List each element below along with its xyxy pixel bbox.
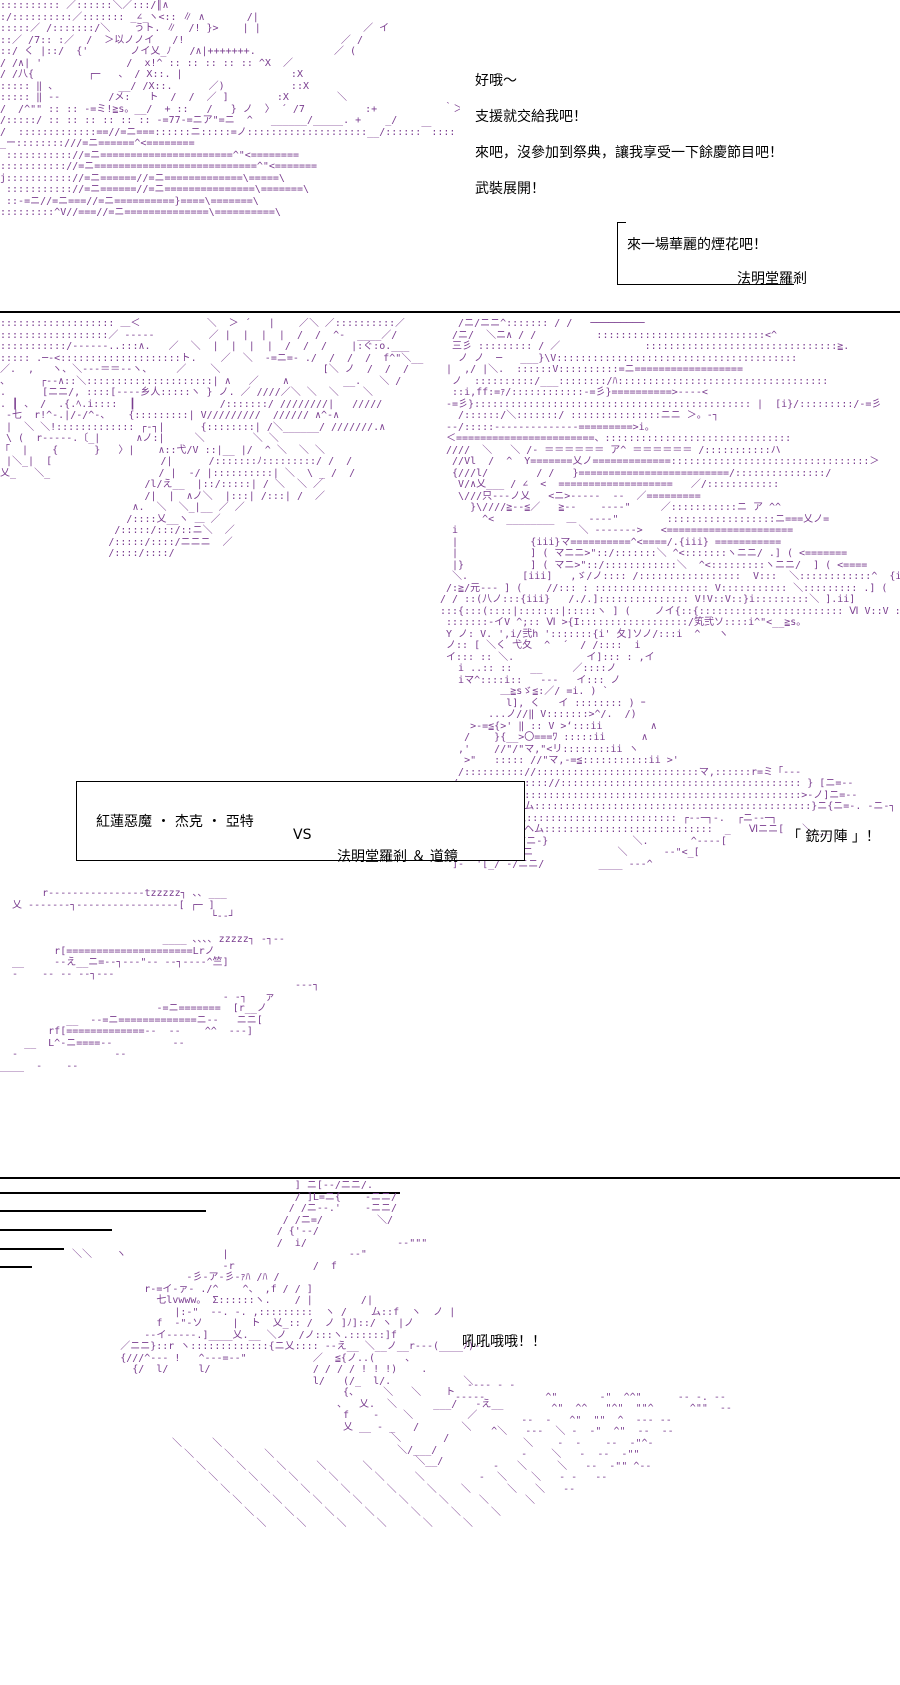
vs-right-text: 法明堂羅剎 ＆ 道鏡 <box>337 849 458 865</box>
ascii-art-pyramid: :::::::::: ／::::::＼／:::/║∧ :/::::::::::／… <box>0 0 460 218</box>
ascii-art-leap: ] ニ[‐‐/ニニ/. / ]L=ニ{ ‐ニニ/ / /ニ‐‐.' ‐ニニ/ /… <box>72 1180 504 1467</box>
speed-line-3 <box>0 1229 112 1231</box>
caption-signature: 法明堂羅剎 <box>737 271 807 287</box>
panel1-line-2: 支援就交給我吧！ <box>475 109 587 125</box>
speed-line-1 <box>0 1192 400 1194</box>
vs-text: VS <box>293 827 312 843</box>
speed-line-2 <box>0 1210 206 1212</box>
shout-gunblade-array: 「 銃刃陣 」！ <box>787 829 880 845</box>
speed-line-4 <box>0 1248 64 1250</box>
ascii-art-battle-right: /ニ/ニニ^::::::: / / ───────── /ニ/ ＼ニ∧ / / … <box>440 318 900 870</box>
caption-text: 來一場華麗的煙花吧！ <box>627 237 767 253</box>
ascii-art-gunblades-left: r‐‐‐‐‐‐‐‐‐‐‐‐‐‐‐‐tzzzzz┐ ､､ ___ 乂 ‐‐‐‐‐‐… <box>0 888 320 1072</box>
panel1-line-4: 武裝展開！ <box>475 181 545 197</box>
panel-divider-1 <box>0 311 900 313</box>
panel1-line-1: 好哦～ <box>475 73 517 89</box>
ascii-art-rays: ‐‐‐‐ ‐ ‐ ‐‐‐‐‐ ^" ‐" ^^" ‐‐ ‐. ‐‐ ^" ^^ … <box>172 1380 732 1529</box>
panel-divider-2 <box>0 1177 900 1179</box>
ascii-art-battle-left: ::::::::::::::::::: ＿＜ ＼ ＞ ´ | ／＼ ／:::::… <box>0 318 424 559</box>
panel1-line-3: 來吧，沒參加到祭典，讓我享受一下餘慶節目吧！ <box>475 145 783 161</box>
speed-line-5 <box>0 1266 32 1268</box>
vs-caption-box <box>76 781 525 861</box>
vs-left-text: 紅蓮惡魔 ・ 杰克 ・ 亞特 <box>96 814 254 830</box>
caption-frame <box>617 222 794 285</box>
shout-roar: 吼吼哦哦！！ <box>462 1334 546 1350</box>
